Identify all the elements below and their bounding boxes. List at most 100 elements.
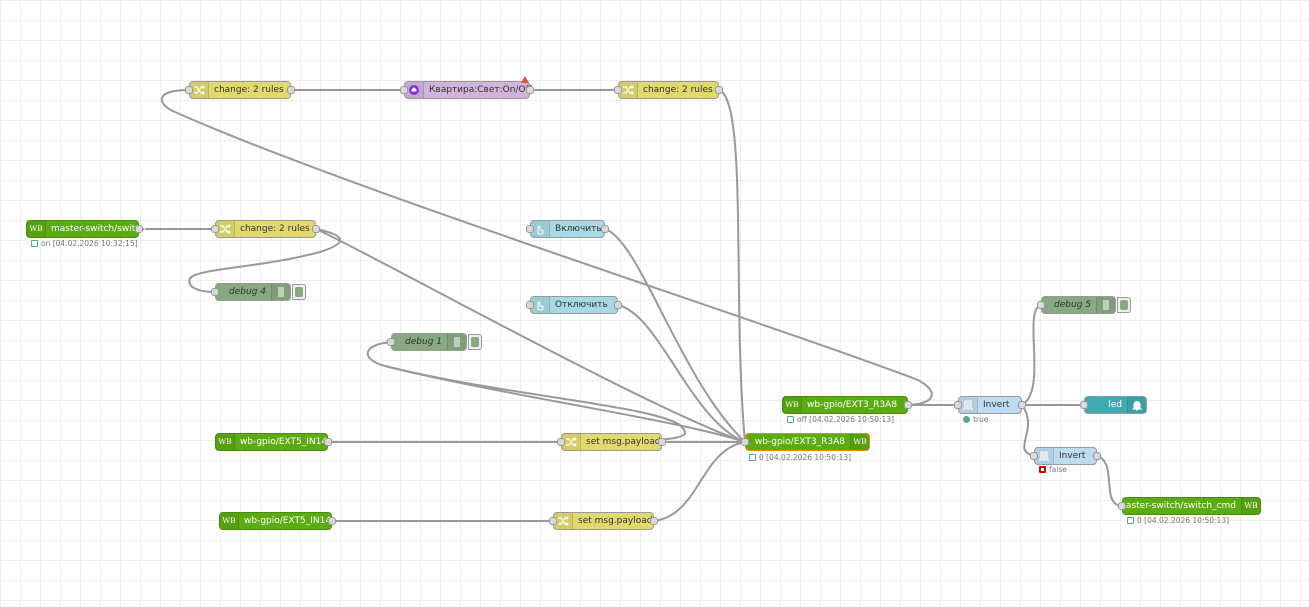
shuffle-icon — [562, 434, 581, 450]
output-port[interactable] — [715, 86, 723, 94]
node-label: wb-gpio/EXT3_R3A8 — [807, 400, 898, 410]
invert-node[interactable]: Invert — [954, 396, 1026, 414]
shuffle-icon — [216, 221, 235, 237]
debug-toggle-button[interactable] — [292, 284, 306, 300]
output-port[interactable] — [1018, 401, 1026, 409]
wb-logo-icon: WB — [1241, 498, 1260, 514]
inject-node[interactable]: Отключить — [526, 296, 622, 314]
input-port[interactable] — [1118, 502, 1126, 510]
input-port[interactable] — [954, 401, 962, 409]
output-port[interactable] — [324, 438, 332, 446]
node-label: Invert — [983, 400, 1010, 410]
invert-node[interactable]: Invert — [1030, 447, 1101, 465]
node-label: master-switch/switch — [51, 224, 146, 234]
bell-icon — [1127, 397, 1146, 413]
inject-node[interactable]: Включить — [526, 220, 609, 238]
input-port[interactable] — [1030, 452, 1038, 460]
node-status: false — [1039, 465, 1067, 475]
status-ring-icon — [749, 453, 756, 461]
output-port[interactable] — [135, 225, 143, 233]
change-node[interactable]: change: 2 rules — [614, 81, 723, 99]
node-label: set msg.payload — [578, 516, 653, 526]
shuffle-icon — [190, 82, 209, 98]
wb-logo-icon: WB — [220, 513, 239, 529]
wb-device-output-node[interactable]: master-switch/switch_cmd WB — [1117, 497, 1261, 515]
node-label: set msg.payload — [586, 437, 661, 447]
wire — [1021, 304, 1042, 406]
change-node[interactable]: set msg.payload — [557, 433, 666, 451]
input-port[interactable] — [741, 438, 749, 446]
input-port[interactable] — [549, 517, 557, 525]
wb-logo-icon: WB — [216, 434, 235, 450]
node-label: wb-gpio/EXT5_IN14 — [240, 437, 328, 447]
output-port[interactable] — [904, 401, 912, 409]
node-status: 0 [04.02.2026 10:50:13] — [749, 453, 851, 463]
ha-entity-node[interactable]: Квартира:Свет:On/Off — [400, 81, 534, 99]
node-status: 0 [04.02.2026 10:50:13] — [1127, 516, 1229, 526]
input-port[interactable] — [387, 338, 395, 346]
output-port[interactable] — [312, 225, 320, 233]
debug-node[interactable]: debug 4 — [211, 283, 291, 301]
pulse-icon — [959, 397, 978, 413]
wire — [653, 441, 746, 522]
debug-node[interactable]: debug 1 — [387, 333, 467, 351]
input-port[interactable] — [614, 86, 622, 94]
hand-icon — [531, 297, 550, 313]
node-label: master-switch/switch_cmd — [1117, 501, 1236, 511]
debug-toggle-button[interactable] — [1117, 297, 1131, 313]
list-icon — [271, 284, 290, 300]
output-port[interactable] — [601, 225, 609, 233]
debug-toggle-button[interactable] — [468, 334, 482, 350]
output-port[interactable] — [650, 517, 658, 525]
output-port[interactable] — [328, 517, 336, 525]
node-label: led — [1108, 400, 1122, 410]
node-label: wb-gpio/EXT3_R3A8 — [754, 437, 845, 447]
shuffle-icon — [619, 82, 638, 98]
shuffle-icon — [554, 513, 573, 529]
led-output-node[interactable]: led — [1080, 396, 1147, 414]
node-label: Включить — [555, 224, 602, 234]
input-port[interactable] — [1037, 301, 1045, 309]
node-label: wb-gpio/EXT5_IN14 — [244, 516, 332, 526]
wb-device-input-node[interactable]: WB master-switch/switch — [26, 220, 146, 238]
wb-device-input-node[interactable]: WB wb-gpio/EXT5_IN14 — [219, 512, 336, 530]
node-label: debug 1 — [405, 337, 442, 347]
input-port[interactable] — [400, 86, 408, 94]
change-node[interactable]: change: 2 rules — [185, 81, 295, 99]
input-port[interactable] — [185, 86, 193, 94]
wire — [617, 304, 746, 443]
node-label: change: 2 rules — [643, 85, 713, 95]
node-status: on [04.02.2026 10:32:15] — [31, 239, 138, 249]
hand-icon — [531, 221, 550, 237]
input-port[interactable] — [557, 438, 565, 446]
node-status: true — [963, 415, 988, 425]
input-port[interactable] — [211, 288, 219, 296]
change-node[interactable]: change: 2 rules — [211, 220, 320, 238]
debug-node[interactable]: debug 5 — [1037, 296, 1116, 314]
wire — [1021, 404, 1035, 457]
inject-button[interactable] — [526, 301, 534, 309]
list-icon — [1096, 297, 1115, 313]
changed-warning-icon — [521, 76, 529, 83]
output-port[interactable] — [658, 438, 666, 446]
wb-device-input-node[interactable]: WB wb-gpio/EXT5_IN14 — [215, 433, 332, 451]
wb-logo-icon: WB — [27, 221, 46, 237]
output-port[interactable] — [1093, 452, 1101, 460]
output-port[interactable] — [526, 86, 534, 94]
input-port[interactable] — [211, 225, 219, 233]
wire — [718, 89, 746, 443]
wb-device-output-node[interactable]: wb-gpio/EXT3_R3A8 WB — [741, 433, 870, 451]
wb-device-input-node[interactable]: WB wb-gpio/EXT3_R3A8 — [782, 396, 912, 414]
wire — [366, 341, 746, 443]
wire — [315, 228, 746, 443]
home-assistant-icon — [405, 82, 424, 98]
output-port[interactable] — [287, 86, 295, 94]
status-dot-icon — [963, 415, 970, 423]
input-port[interactable] — [1080, 401, 1088, 409]
inject-button[interactable] — [526, 225, 534, 233]
pulse-icon — [1035, 448, 1054, 464]
change-node[interactable]: set msg.payload — [549, 512, 658, 530]
output-port[interactable] — [614, 301, 622, 309]
